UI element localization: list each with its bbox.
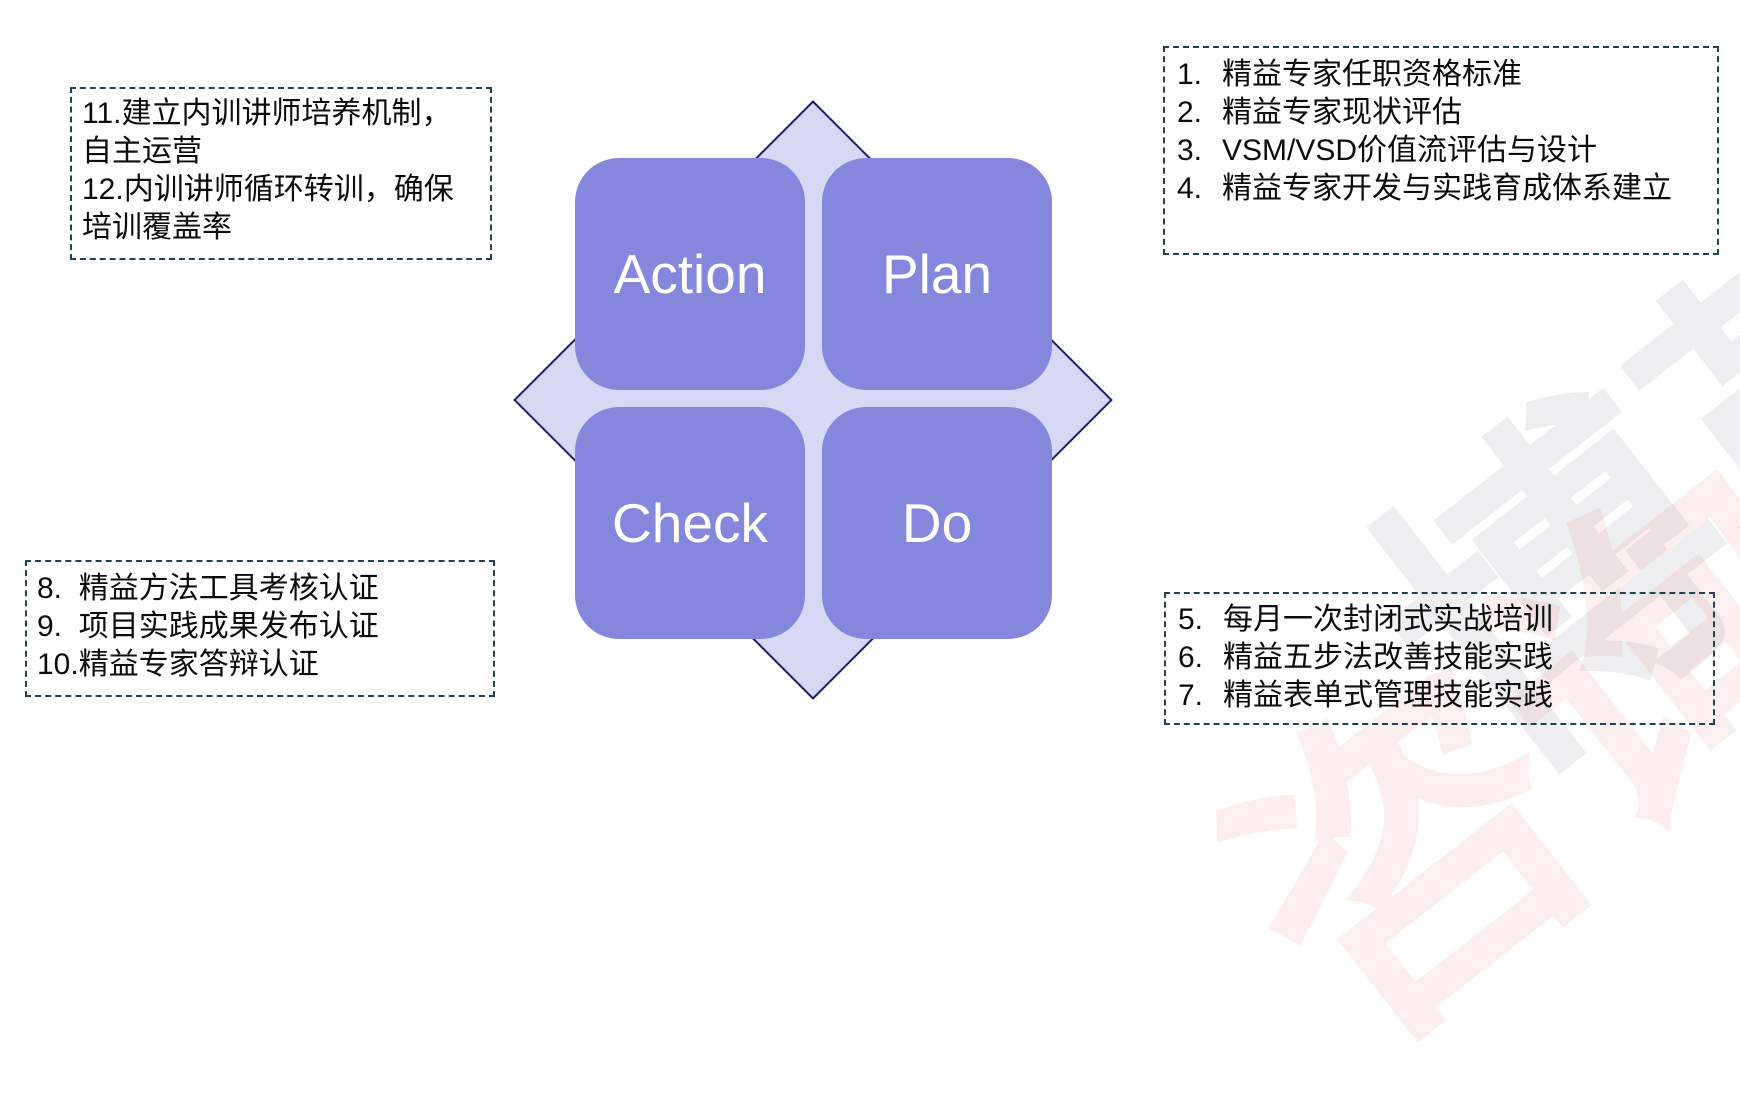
list-item: 7. 精益表单式管理技能实践 (1178, 677, 1701, 715)
check-items-box: 8. 精益方法工具考核认证 9. 项目实践成果发布认证 10.精益专家答辩认证 (25, 560, 495, 697)
list-item-text: 精益专家任职资格标准 (1222, 58, 1522, 91)
list-item: 5. 每月一次封闭式实战培训 (1178, 601, 1701, 639)
list-item: 11.建立内训讲师培养机制，自主运营 (82, 97, 452, 168)
list-item: 8. 精益方法工具考核认证 (37, 572, 379, 605)
plan-items-box: 1. 精益专家任职资格标准 2. 精益专家现状评估 3. VSM/VSD价值流评… (1163, 46, 1719, 255)
quadrant-action: Action (575, 158, 805, 390)
list-item: 6. 精益五步法改善技能实践 (1178, 639, 1701, 677)
list-item: 12.内训讲师循环转训，确保培训覆盖率 (82, 173, 454, 244)
list-item: 2. 精益专家现状评估 (1177, 94, 1705, 132)
quadrant-action-label: Action (613, 243, 767, 305)
list-item-number: 6. (1178, 641, 1204, 674)
quadrant-plan: Plan (822, 158, 1052, 390)
quadrant-plan-label: Plan (881, 243, 993, 305)
quadrant-do: Do (822, 407, 1052, 639)
list-item-number: 1. (1177, 58, 1203, 91)
list-item-text: VSM/VSD价值流评估与设计 (1222, 134, 1598, 167)
list-item: 10.精益专家答辩认证 (37, 648, 319, 681)
list-item-text: 精益五步法改善技能实践 (1223, 641, 1553, 674)
do-items-box: 5. 每月一次封闭式实战培训 6. 精益五步法改善技能实践 7. 精益表单式管理… (1164, 592, 1715, 725)
list-item-text: 每月一次封闭式实战培训 (1223, 603, 1553, 636)
quadrant-check: Check (575, 407, 805, 639)
list-item-number: 3. (1177, 134, 1203, 167)
list-item-text: 精益专家开发与实践育成体系建立 (1222, 172, 1672, 205)
list-item: 3. VSM/VSD价值流评估与设计 (1177, 132, 1705, 170)
list-item: 1. 精益专家任职资格标准 (1177, 56, 1705, 94)
list-item-number: 7. (1178, 679, 1204, 712)
list-item: 9. 项目实践成果发布认证 (37, 610, 379, 643)
list-item-number: 2. (1177, 96, 1203, 129)
list-item-text: 精益表单式管理技能实践 (1223, 679, 1553, 712)
list-item: 4. 精益专家开发与实践育成体系建立 (1177, 170, 1705, 208)
quadrant-do-label: Do (901, 492, 973, 554)
watermark-pink-text: 咨询 (1167, 407, 1740, 1105)
list-item-text: 精益专家现状评估 (1222, 96, 1462, 129)
list-item-number: 4. (1177, 172, 1203, 205)
quadrant-check-label: Check (612, 492, 768, 554)
action-items-box: 11.建立内训讲师培养机制，自主运营 12.内训讲师循环转训，确保培训覆盖率 (70, 87, 492, 260)
list-item-number: 5. (1178, 603, 1204, 636)
